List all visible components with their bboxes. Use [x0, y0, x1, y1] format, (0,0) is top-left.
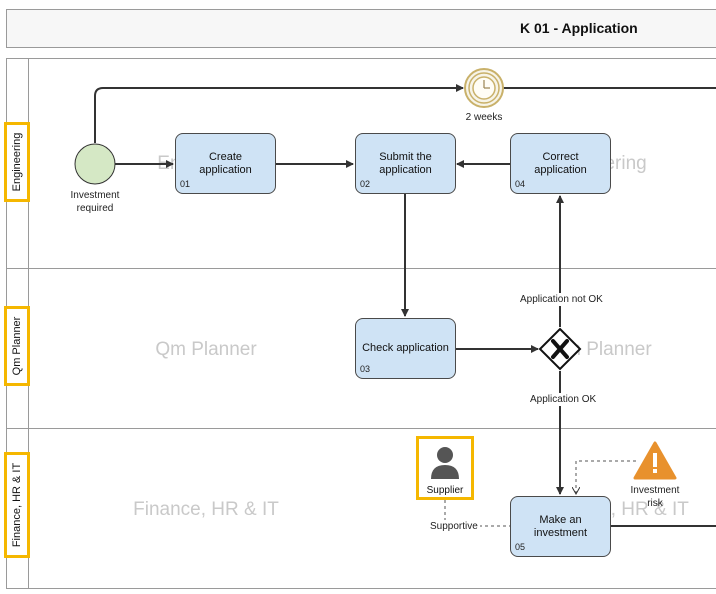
lane-watermark-qm-planner: Qm Planner: [155, 339, 257, 360]
resource-label: Supplier: [426, 485, 464, 496]
risk-label: Investment risk: [630, 485, 680, 509]
timer-event-icon: [464, 68, 504, 108]
gateway-label-ok: Application OK: [528, 393, 599, 406]
task-number: 01: [180, 179, 191, 189]
task-number: 03: [360, 364, 371, 374]
person-icon: [431, 447, 459, 479]
diagram-title: K 01 - Application: [520, 20, 638, 36]
task-check-application[interactable]: Check application 03: [355, 318, 456, 379]
task-number: 04: [515, 179, 526, 189]
warning-icon: [633, 441, 677, 480]
task-number: 05: [515, 542, 526, 552]
task-correct-application[interactable]: Correct application 04: [510, 133, 611, 194]
lane-header-qm-planner[interactable]: [4, 306, 30, 386]
task-label: Make an investment: [533, 513, 588, 539]
lane-separator: [6, 268, 716, 269]
start-event-label: Investment required: [70, 190, 120, 214]
task-label: Create application: [199, 150, 252, 176]
task-create-application[interactable]: Create application 01: [175, 133, 276, 194]
task-submit-application[interactable]: Submit the application 02: [355, 133, 456, 194]
timer-event-label: 2 weeks: [465, 112, 503, 123]
lane-watermark-finance: Finance, HR & IT: [133, 499, 279, 520]
exclusive-gateway-icon: [538, 327, 582, 371]
task-label: Correct application: [534, 150, 587, 176]
task-number: 02: [360, 179, 371, 189]
resource-role-label: Supportive: [428, 520, 480, 533]
task-label: Check application: [362, 342, 449, 354]
flow-start-to-timer: [94, 84, 464, 143]
lane-header-engineering[interactable]: [4, 122, 30, 202]
gateway-label-not-ok: Application not OK: [518, 293, 605, 306]
task-label: Submit the application: [379, 150, 432, 176]
task-make-investment[interactable]: Make an investment 05: [510, 496, 611, 557]
resource-supplier[interactable]: Supplier: [416, 436, 474, 500]
start-event-circle: [74, 143, 116, 185]
lane-separator: [6, 428, 716, 429]
association-risk: [576, 460, 636, 494]
pool-title-bar: [6, 9, 716, 48]
lane-header-finance[interactable]: [4, 452, 30, 558]
